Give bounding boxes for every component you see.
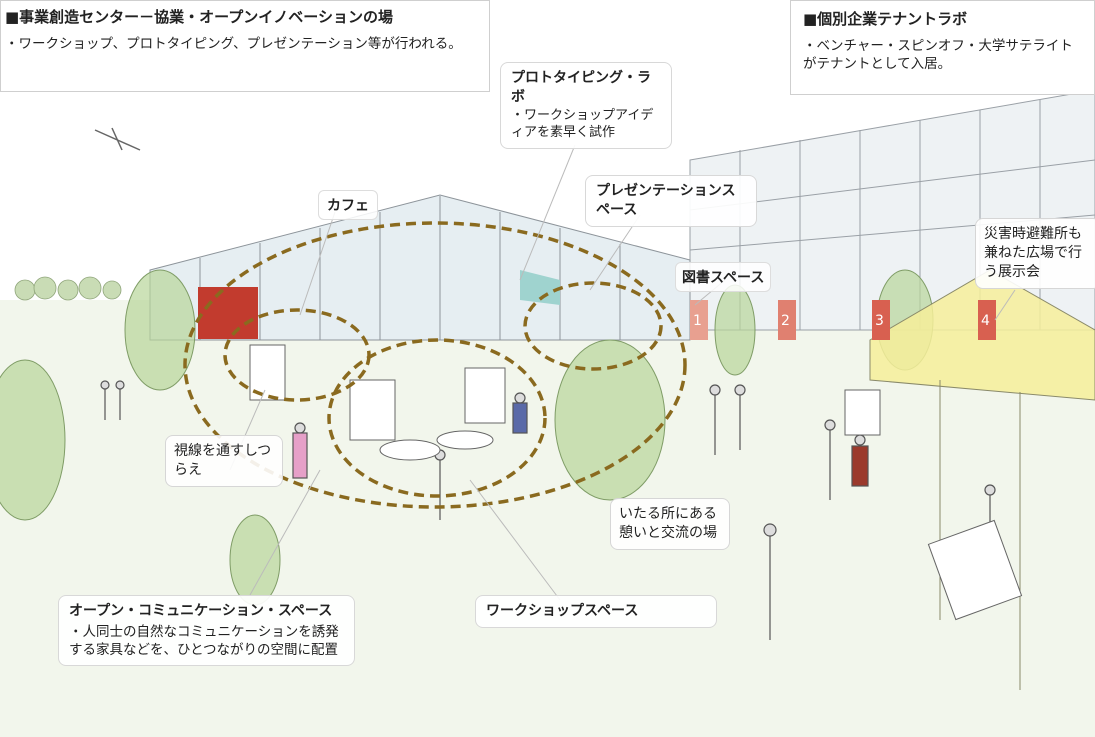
banner-number-1: 1	[693, 313, 702, 329]
leader-lines	[229, 144, 1016, 601]
business-center-bullet: ・ワークショップ、プロトタイピング、プレゼンテーション等が行われる。	[5, 36, 462, 53]
presentation-space-label: プレゼンテーションスペース	[585, 175, 757, 227]
library-banners: 1 2 3 4	[690, 300, 996, 340]
distant-trees	[14, 276, 122, 301]
workshop-boards	[249, 344, 881, 441]
presentation-screen	[520, 270, 560, 305]
open-communication-note: ・人同士の自然なコミュニケーションを誘発する家具などを、ひとつながりの空間に配置	[69, 623, 339, 659]
prototyping-lab-title: プロトタイピング・ラボ	[511, 70, 651, 105]
ellipse-presentation-zone	[523, 281, 663, 371]
business-center-title: ■事業創造センター－協業・オープンイノベーションの場	[5, 8, 393, 26]
cafe-label: カフェ	[318, 190, 378, 220]
banner-number-4: 4	[981, 313, 990, 329]
header-business-center: ■事業創造センター－協業・オープンイノベーションの場 ・ワークショップ、プロトタ…	[0, 0, 490, 92]
tables	[379, 430, 1023, 621]
sightline-label: 視線を通すしつらえ	[165, 435, 283, 487]
open-communication-title: オープン・コミュニケーション・スペース	[69, 603, 333, 619]
disaster-plaza-label: 災害時避難所も兼ねた広場で行う展示会	[975, 218, 1095, 289]
ellipse-cafe-zone	[223, 308, 371, 402]
trees	[0, 269, 934, 606]
cafe-booth	[198, 287, 258, 339]
tenant-lab-bullet: ・ベンチャー・スピンオフ・大学サテライトがテナントとして入居。	[803, 38, 1073, 73]
ellipse-main-zone	[183, 221, 687, 509]
library-space-label: 図書スペース	[675, 262, 772, 292]
prototyping-lab-note: ・ワークショップアイディアを素早く試作	[511, 107, 654, 141]
airplane-icon	[94, 127, 141, 151]
banner-number-2: 2	[781, 313, 790, 329]
workshop-space-label: ワークショップスペース	[475, 595, 717, 628]
interaction-label: いたる所にある憩いと交流の場	[610, 498, 730, 550]
open-communication-callout: オープン・コミュニケーション・スペース ・人同士の自然なコミュニケーションを誘発…	[58, 595, 355, 667]
prototyping-lab-callout: プロトタイピング・ラボ ・ワークショップアイディアを素早く試作	[500, 62, 672, 149]
ellipse-workshop-zone	[327, 338, 547, 498]
banner-number-3: 3	[875, 313, 884, 329]
zone-ellipses	[183, 221, 687, 509]
header-tenant-lab: ■個別企業テナントラボ ・ベンチャー・スピンオフ・大学サテライトがテナントとして…	[790, 0, 1095, 95]
tenant-lab-title: ■個別企業テナントラボ	[803, 10, 968, 28]
